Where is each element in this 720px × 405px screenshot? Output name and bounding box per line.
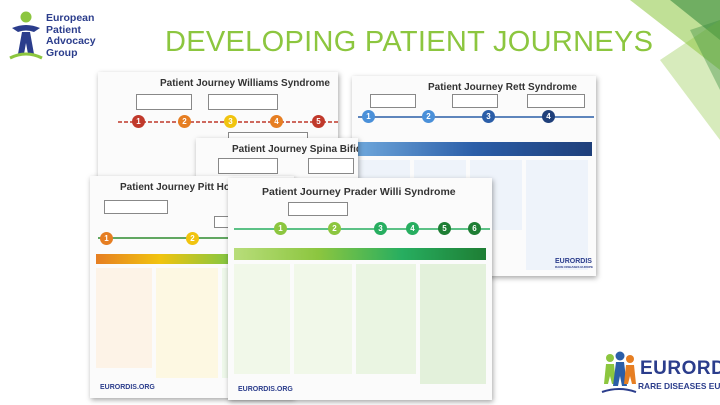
content-column bbox=[526, 160, 588, 270]
doc-title: Patient Journey Williams Syndrome bbox=[160, 78, 330, 89]
step-marker: 3 bbox=[224, 115, 237, 128]
step-marker: 4 bbox=[270, 115, 283, 128]
content-column bbox=[420, 264, 486, 384]
step-marker: 3 bbox=[482, 110, 495, 123]
mini-eurordis-name: EURORDIS bbox=[555, 258, 592, 265]
logo-line: European bbox=[46, 12, 95, 24]
doc-title: Patient Journey Prader Willi Syndrome bbox=[262, 186, 456, 198]
doc-note bbox=[527, 94, 585, 108]
decorative-triangles bbox=[630, 0, 720, 140]
doc-note bbox=[308, 158, 354, 174]
timeline-line bbox=[234, 228, 490, 230]
step-marker: 6 bbox=[468, 222, 481, 235]
step-marker: 5 bbox=[312, 115, 325, 128]
content-column bbox=[356, 264, 416, 374]
step-marker: 1 bbox=[274, 222, 287, 235]
step-marker: 2 bbox=[422, 110, 435, 123]
doc-note bbox=[104, 200, 168, 214]
step-marker: 2 bbox=[328, 222, 341, 235]
people-logo-icon bbox=[601, 351, 637, 393]
logo-line: Group bbox=[46, 46, 78, 59]
timeline-line bbox=[358, 116, 594, 118]
epag-logo: European Patient Advocacy Group bbox=[8, 10, 128, 68]
content-column bbox=[234, 264, 290, 374]
doc-spina-bifida: Patient Journey Spina Bifida bbox=[196, 138, 358, 182]
chevron-band bbox=[96, 254, 288, 264]
doc-title: Patient Journey Rett Syndrome bbox=[428, 82, 577, 93]
doc-note bbox=[452, 94, 498, 108]
step-marker: 1 bbox=[132, 115, 145, 128]
mini-eurordis-tagline: RARE DISEASES EUROPE bbox=[555, 265, 594, 269]
content-column bbox=[294, 264, 352, 374]
page-title: DEVELOPING PATIENT JOURNEYS bbox=[165, 26, 654, 58]
content-column bbox=[96, 268, 152, 368]
step-marker: 1 bbox=[362, 110, 375, 123]
step-marker: 3 bbox=[374, 222, 387, 235]
doc-footer-logo: EURORDIS.ORG bbox=[100, 384, 155, 391]
chevron-band bbox=[234, 248, 486, 260]
doc-title: Patient Journey Pitt Hopkins Syndrome bbox=[120, 182, 294, 193]
doc-note bbox=[288, 202, 348, 216]
eurordis-name: EURORDIS bbox=[640, 358, 720, 379]
doc-prader-willi: Patient Journey Prader Willi Syndrome 1 … bbox=[228, 178, 492, 400]
eurordis-tagline: RARE DISEASES EUROPE bbox=[638, 381, 720, 391]
logo-line: Patient bbox=[46, 23, 82, 36]
step-marker: 2 bbox=[178, 115, 191, 128]
mini-eurordis-logo: EURORDIS RARE DISEASES EUROPE bbox=[555, 258, 595, 278]
doc-title: Patient Journey Spina Bifida bbox=[232, 144, 358, 155]
step-marker: 2 bbox=[186, 232, 199, 245]
logo-text: European Patient Advocacy Group bbox=[46, 12, 126, 59]
eurordis-logo: EURORDIS RARE DISEASES EUROPE bbox=[600, 346, 720, 402]
doc-note bbox=[370, 94, 416, 108]
doc-note bbox=[218, 158, 278, 174]
step-marker: 4 bbox=[406, 222, 419, 235]
doc-footer-logo: EURORDIS.ORG bbox=[238, 386, 293, 393]
chevron-band bbox=[356, 142, 592, 156]
logo-line: Advocacy bbox=[46, 35, 96, 47]
doc-note bbox=[136, 94, 192, 110]
step-marker: 4 bbox=[542, 110, 555, 123]
content-column bbox=[156, 268, 218, 378]
person-logo-icon bbox=[9, 11, 43, 60]
doc-note bbox=[208, 94, 278, 110]
step-marker: 5 bbox=[438, 222, 451, 235]
step-marker: 1 bbox=[100, 232, 113, 245]
